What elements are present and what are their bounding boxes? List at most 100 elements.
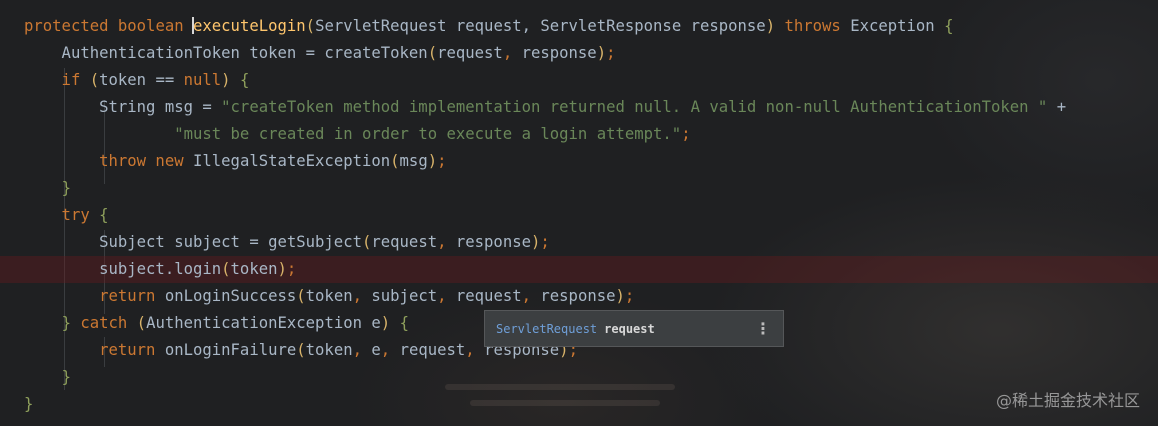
code-line[interactable]: if (token == null) { — [0, 67, 1158, 94]
code-token: return — [24, 287, 165, 305]
code-token: "must be created in order to execute a l… — [174, 125, 682, 143]
vertical-ellipsis-icon[interactable]: ⋮ — [755, 318, 771, 338]
code-token: ( — [296, 287, 306, 305]
code-token: if — [24, 71, 90, 89]
code-token: request — [455, 287, 522, 305]
code-text: } — [24, 391, 33, 418]
code-text: } — [24, 364, 71, 391]
code-line[interactable]: throw new IllegalStateException(msg); — [0, 148, 1158, 175]
code-text: if (token == null) { — [24, 67, 250, 94]
indent-guide — [104, 230, 105, 314]
code-line[interactable]: } — [0, 175, 1158, 202]
code-line[interactable]: } — [0, 364, 1158, 391]
parameter-info-popup[interactable]: ServletRequest request ⋮ — [484, 310, 784, 347]
indent-guide — [64, 68, 65, 390]
code-line[interactable]: Subject subject = getSubject(request, re… — [0, 229, 1158, 256]
code-token: response — [455, 233, 531, 251]
code-token — [24, 179, 62, 197]
code-token: request — [371, 233, 438, 251]
background-blur — [445, 384, 675, 390]
code-text: } catch (AuthenticationException e) { — [24, 310, 409, 337]
code-token: AuthenticationException e — [146, 314, 381, 332]
code-token: response — [540, 287, 616, 305]
code-token: catch — [70, 314, 137, 332]
code-token — [24, 314, 62, 332]
code-token: response — [521, 44, 597, 62]
code-token: token — [305, 287, 353, 305]
code-token: ( — [296, 341, 306, 359]
code-line[interactable]: String msg = "createToken method impleme… — [0, 94, 1158, 121]
code-token: , — [465, 341, 485, 359]
code-token: onLoginSuccess — [164, 287, 297, 305]
code-text: } — [24, 175, 71, 202]
code-token: request — [437, 44, 503, 62]
code-text: Subject subject = getSubject(request, re… — [24, 229, 550, 256]
background-blur — [470, 400, 660, 406]
code-line[interactable]: AuthenticationToken token = createToken(… — [0, 40, 1158, 67]
code-text: throw new IllegalStateException(msg); — [24, 148, 447, 175]
code-token: subject — [371, 287, 438, 305]
code-token: ( — [305, 17, 316, 35]
code-token: , — [352, 341, 372, 359]
code-token: , — [380, 341, 400, 359]
code-token: onLoginFailure — [164, 341, 297, 359]
code-token: ( — [136, 314, 147, 332]
code-token: { — [99, 206, 109, 224]
code-token: executeLogin — [193, 17, 306, 35]
code-token: ; — [624, 287, 635, 305]
code-line[interactable]: protected boolean executeLogin(ServletRe… — [0, 13, 1158, 40]
code-token: ( — [390, 152, 400, 170]
code-text: try { — [24, 202, 109, 229]
code-token: , — [352, 287, 372, 305]
code-token: , — [521, 287, 541, 305]
code-token: throw new — [24, 152, 193, 170]
code-token: token == — [99, 71, 184, 89]
code-token: { — [944, 17, 954, 35]
code-token: } — [61, 179, 71, 197]
code-token: ) — [277, 260, 287, 278]
code-line[interactable]: return onLoginSuccess(token, subject, re… — [0, 283, 1158, 310]
code-line[interactable]: try { — [0, 202, 1158, 229]
code-token: } — [24, 395, 34, 413]
code-token: ; — [286, 260, 297, 278]
code-token: msg — [399, 152, 428, 170]
param-name: request — [604, 321, 655, 336]
indent-guide — [104, 100, 105, 184]
code-token: ; — [437, 152, 447, 170]
code-token: Exception — [850, 17, 945, 35]
code-token: ) — [380, 314, 391, 332]
code-token: ServletRequest request, ServletResponse … — [315, 17, 766, 35]
code-line[interactable]: subject.login(token); — [0, 256, 1158, 283]
code-line[interactable]: "must be created in order to execute a l… — [0, 121, 1158, 148]
code-token: IllegalStateException — [193, 152, 391, 170]
code-token: ( — [361, 233, 372, 251]
code-line[interactable]: } — [0, 391, 1158, 418]
code-token: return — [24, 341, 165, 359]
code-token: ; — [606, 44, 616, 62]
code-line[interactable]: } catch (AuthenticationException e) { — [0, 310, 1158, 337]
code-token: } — [61, 314, 71, 332]
code-token — [231, 71, 240, 89]
code-token: Subject subject = getSubject — [24, 233, 362, 251]
code-token: ) — [596, 44, 607, 62]
code-token: try — [24, 206, 100, 224]
code-token: request — [399, 341, 466, 359]
code-token: ) — [530, 233, 541, 251]
code-token: } — [61, 368, 71, 386]
code-token: AuthenticationToken token = createToken — [24, 44, 428, 62]
code-token: ; — [681, 125, 691, 143]
code-text: protected boolean executeLogin(ServletRe… — [24, 13, 953, 40]
code-token: token — [230, 260, 278, 278]
code-token — [390, 314, 399, 332]
code-token: String msg = — [24, 98, 222, 116]
watermark: @稀土掘金技术社区 — [995, 391, 1140, 410]
code-token: + — [1047, 98, 1067, 116]
code-token: ) — [427, 152, 438, 170]
code-token: boolean — [117, 17, 193, 35]
code-token: subject.login — [24, 260, 222, 278]
code-token: ; — [540, 233, 550, 251]
code-token: , — [437, 233, 456, 251]
code-token: , — [437, 287, 456, 305]
code-token: ( — [427, 44, 438, 62]
